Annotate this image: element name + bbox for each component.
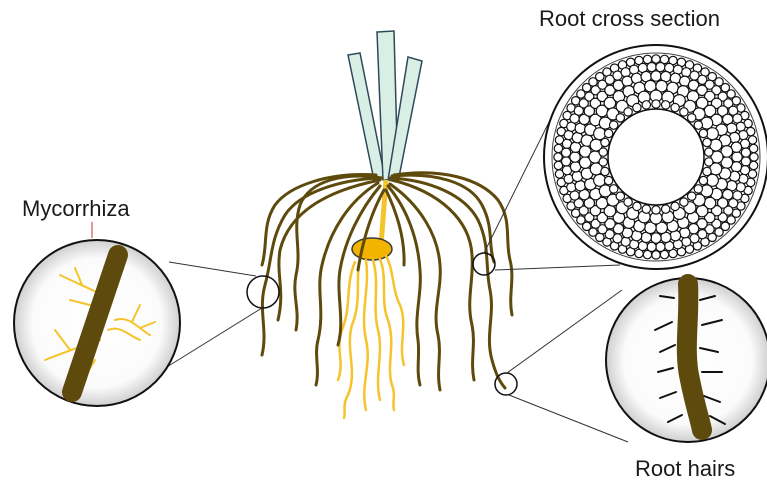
cross-section-zoom-circle xyxy=(544,45,767,269)
root-cell xyxy=(750,153,758,161)
root-cell xyxy=(647,242,656,251)
root-cell xyxy=(699,129,707,137)
root-cell xyxy=(616,192,624,200)
brown-roots xyxy=(262,173,512,390)
mycorrhiza-label: Mycorrhiza xyxy=(22,198,130,220)
root-cell xyxy=(656,242,665,251)
root-hairs-label: Root hairs xyxy=(635,458,735,480)
root-cell xyxy=(599,148,607,156)
root-cell xyxy=(705,148,713,156)
root-cell xyxy=(604,129,612,137)
root-hairs-zoom-circle xyxy=(606,278,767,442)
root-cell xyxy=(616,114,624,122)
root-cell xyxy=(656,63,665,72)
root-cell xyxy=(633,103,641,111)
root-cell xyxy=(642,205,650,213)
root-cell xyxy=(610,185,618,193)
root-cell xyxy=(610,121,618,129)
root-cell xyxy=(624,198,632,206)
root-cell xyxy=(688,192,696,200)
root-hairs-location-marker xyxy=(495,373,517,395)
root-cell xyxy=(699,176,707,184)
root-cell xyxy=(736,122,745,131)
root-cell xyxy=(570,152,580,162)
root-cell xyxy=(651,71,661,81)
root-cell xyxy=(601,138,609,146)
root-cell xyxy=(554,153,562,161)
root-cell xyxy=(662,205,670,213)
root-cell xyxy=(680,198,688,206)
yellow-fibrous-roots xyxy=(338,256,404,418)
cross-section-location-marker xyxy=(473,253,495,275)
cross-section-label: Root cross section xyxy=(539,8,720,30)
root-cell xyxy=(567,183,576,192)
root-cell xyxy=(599,158,607,166)
root-cell xyxy=(703,138,711,146)
root-cell xyxy=(741,157,750,166)
leaf-blades xyxy=(348,31,422,182)
root-cell xyxy=(651,233,661,243)
root-cell xyxy=(694,185,702,193)
root-cell xyxy=(694,121,702,129)
root-cell xyxy=(562,148,571,157)
root-cell xyxy=(621,68,630,77)
root-cell xyxy=(652,251,660,259)
root-cell xyxy=(680,108,688,116)
root-cell xyxy=(671,103,679,111)
mycorrhiza-zoom-circle xyxy=(14,240,180,406)
root-cell xyxy=(652,55,660,63)
root-cell xyxy=(662,101,670,109)
root-cell xyxy=(633,202,641,210)
root-cell xyxy=(652,206,660,214)
root-cell xyxy=(705,158,713,166)
root-cell xyxy=(642,101,650,109)
root-cell xyxy=(647,63,656,72)
root-cell xyxy=(562,157,571,166)
root-cell xyxy=(741,148,750,157)
root-cell xyxy=(624,108,632,116)
root-cell xyxy=(688,114,696,122)
root-cell xyxy=(732,152,742,162)
root-cell xyxy=(703,167,711,175)
root-cell xyxy=(652,100,660,108)
root-cell xyxy=(682,237,691,246)
root-cell xyxy=(601,167,609,175)
root-cell xyxy=(604,176,612,184)
root-cell xyxy=(671,202,679,210)
